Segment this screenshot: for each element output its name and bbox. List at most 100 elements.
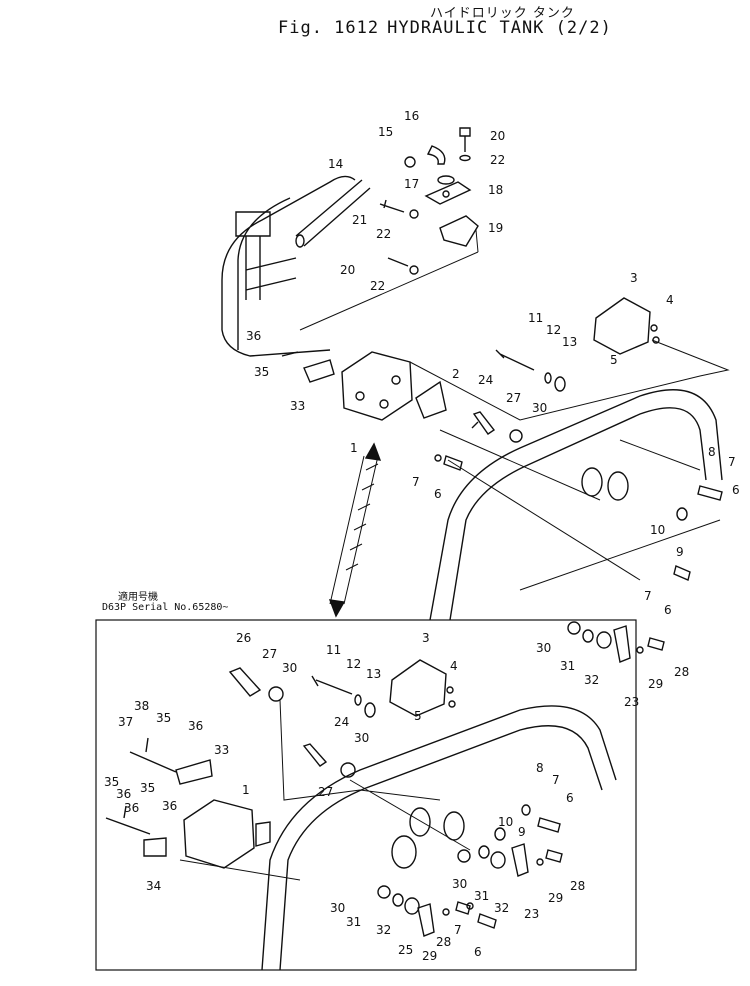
callout-12: 12 — [546, 323, 561, 337]
bolt — [387, 257, 409, 267]
valve-plate — [389, 659, 447, 717]
inset-callout-4: 4 — [450, 659, 458, 673]
bolt — [105, 805, 151, 835]
inset-callout-36: 36 — [124, 801, 139, 815]
cable-arrow-head — [328, 442, 382, 618]
lever — [511, 843, 529, 877]
callout-36: 36 — [246, 329, 261, 343]
washer — [466, 902, 474, 910]
washer — [354, 694, 362, 706]
callout-11: 11 — [528, 311, 543, 325]
callout-30: 30 — [536, 641, 551, 655]
callout-8: 8 — [708, 445, 716, 459]
bracket — [415, 380, 447, 419]
callout-2: 2 — [452, 367, 460, 381]
pipe — [295, 179, 371, 247]
adapter-block — [439, 215, 479, 247]
inset-callout-27: 27 — [318, 785, 333, 799]
washer — [409, 209, 419, 219]
leader-line — [409, 339, 730, 591]
callout-21: 21 — [352, 213, 367, 227]
callout-5: 5 — [610, 353, 618, 367]
washer — [554, 376, 566, 392]
callout-28: 28 — [674, 665, 689, 679]
pipe-end — [295, 234, 305, 248]
valve-plate — [593, 297, 651, 355]
inset-callout-9: 9 — [518, 825, 526, 839]
bolt — [459, 127, 471, 152]
nut — [404, 156, 416, 168]
callout-27: 27 — [506, 391, 521, 405]
washer — [434, 454, 442, 462]
inset-callout-30: 30 — [452, 877, 467, 891]
inset-callout-11: 11 — [326, 643, 341, 657]
o-ring — [437, 175, 455, 185]
callout-4: 4 — [666, 293, 674, 307]
figure-title: HYDRAULIC TANK (2/2) — [387, 18, 612, 38]
bolt — [495, 349, 535, 371]
callout-7: 7 — [412, 475, 420, 489]
inset-callout-5: 5 — [414, 709, 422, 723]
washer — [521, 804, 531, 816]
callout-7: 7 — [644, 589, 652, 603]
inset-callout-36: 36 — [162, 799, 177, 813]
inset-assembly — [105, 659, 617, 971]
callout-17: 17 — [404, 177, 419, 191]
callout-22: 22 — [370, 279, 385, 293]
inset-callout-10: 10 — [498, 815, 513, 829]
inset-callout-12: 12 — [346, 657, 361, 671]
callout-10: 10 — [650, 523, 665, 537]
lever-hub — [581, 467, 603, 497]
inset-callout-23: 23 — [524, 907, 539, 921]
bolt — [455, 901, 471, 915]
pin — [302, 743, 328, 767]
inset-frame — [95, 619, 637, 971]
inset-callout-30: 30 — [330, 901, 345, 915]
bolt — [673, 565, 691, 581]
inset-callout-35: 35 — [140, 781, 155, 795]
fitting — [281, 351, 335, 383]
inset-callout-30: 30 — [354, 731, 369, 745]
inset-callout-26: 26 — [236, 631, 251, 645]
washer — [442, 908, 450, 916]
inset-callout-32: 32 — [494, 901, 509, 915]
lever — [613, 625, 631, 663]
inset-serial-label: D63P Serial No.65280~ — [102, 602, 229, 613]
washer — [364, 702, 376, 718]
callout-20: 20 — [490, 129, 505, 143]
flange-hole — [442, 190, 450, 198]
inset-callout-29: 29 — [422, 949, 437, 963]
lever-hub — [409, 807, 431, 837]
callout-15: 15 — [378, 125, 393, 139]
inset-callout-35: 35 — [156, 711, 171, 725]
inset-callout-31: 31 — [474, 889, 489, 903]
spacer — [567, 621, 581, 635]
callout-30: 30 — [532, 401, 547, 415]
inset-callout-1: 1 — [242, 783, 250, 797]
nut — [494, 827, 506, 841]
tank-mount — [235, 211, 297, 300]
washer — [536, 858, 544, 866]
spacer — [377, 885, 391, 899]
inset-callout-28: 28 — [436, 935, 451, 949]
inset-callout-35: 35 — [104, 775, 119, 789]
callout-22: 22 — [376, 227, 391, 241]
inset-callout-6: 6 — [474, 945, 482, 959]
washer — [409, 265, 419, 275]
leader-line — [179, 699, 471, 881]
bolt — [443, 455, 463, 471]
inset-callout-27: 27 — [262, 647, 277, 661]
callout-35: 35 — [254, 365, 269, 379]
bolt — [129, 737, 177, 773]
callout-6: 6 — [664, 603, 672, 617]
plug — [448, 700, 456, 708]
fitting — [175, 759, 213, 785]
callout-24: 24 — [478, 373, 493, 387]
callout-9: 9 — [676, 545, 684, 559]
spacer — [340, 762, 356, 778]
inset-callout-33: 33 — [214, 743, 229, 757]
washer — [582, 629, 594, 643]
tank-frame — [221, 175, 356, 357]
washer — [478, 845, 490, 859]
